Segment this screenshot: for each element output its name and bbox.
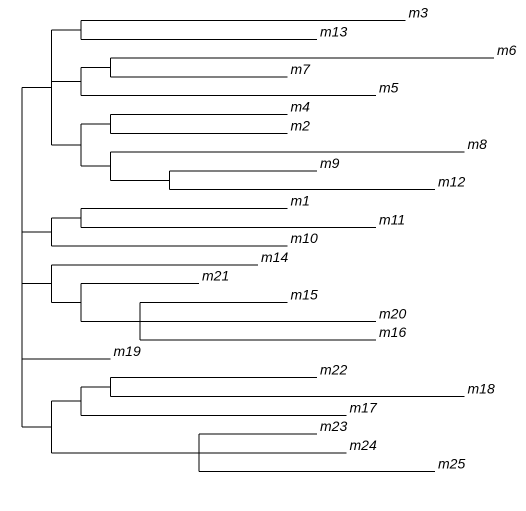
tip-label-m11: m11 <box>379 211 405 227</box>
tip-label-m9: m9 <box>320 155 340 171</box>
tip-label-m3: m3 <box>409 5 429 21</box>
tip-label-m13: m13 <box>320 23 347 39</box>
tip-label-m7: m7 <box>291 61 312 77</box>
tip-label-m15: m15 <box>291 287 318 303</box>
tip-label-m22: m22 <box>320 362 347 378</box>
tip-label-m14: m14 <box>261 249 288 265</box>
tip-label-m25: m25 <box>438 456 465 472</box>
tip-label-m21: m21 <box>202 268 229 284</box>
tip-label-m20: m20 <box>379 305 406 321</box>
tip-label-m4: m4 <box>291 99 311 115</box>
tip-label-m16: m16 <box>379 324 406 340</box>
tip-label-m5: m5 <box>379 80 399 96</box>
tip-label-m6: m6 <box>497 42 517 58</box>
tip-label-m19: m19 <box>114 343 141 359</box>
tip-label-m12: m12 <box>438 174 465 190</box>
tip-label-m17: m17 <box>350 399 378 415</box>
tree-edges <box>21 20 494 473</box>
tip-label-m8: m8 <box>468 136 488 152</box>
tip-label-m23: m23 <box>320 418 347 434</box>
tip-label-m2: m2 <box>291 117 311 133</box>
tip-label-m1: m1 <box>291 193 310 209</box>
tip-label-m24: m24 <box>350 437 377 453</box>
tip-label-m10: m10 <box>291 230 318 246</box>
tip-label-m18: m18 <box>468 381 495 397</box>
